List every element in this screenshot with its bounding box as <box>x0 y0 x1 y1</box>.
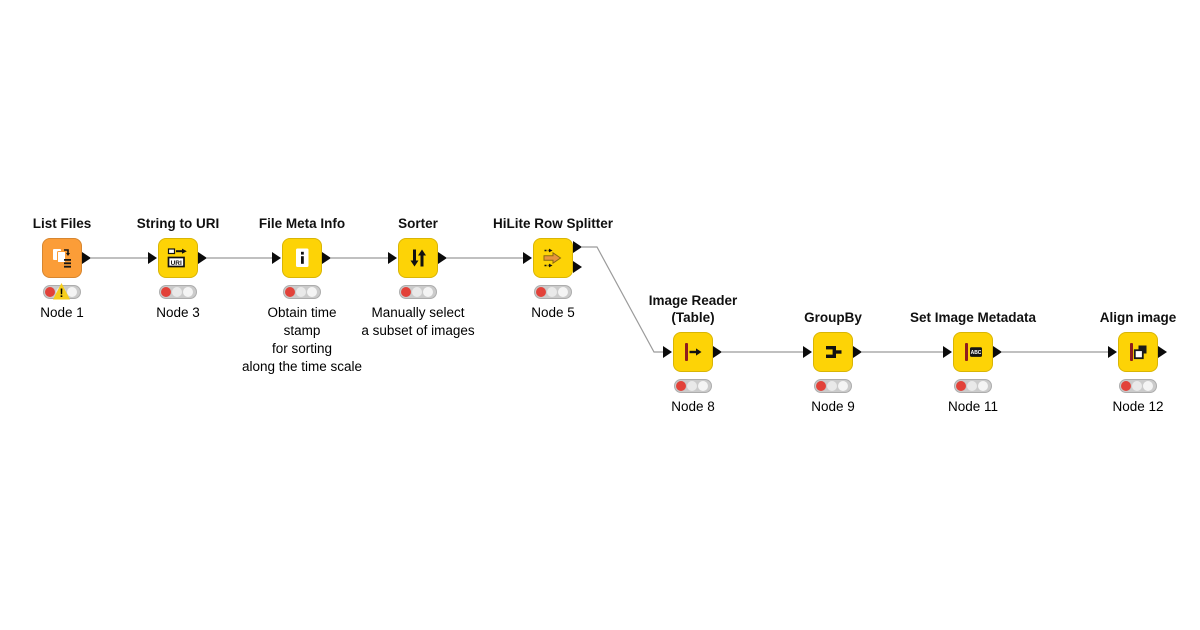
output-port[interactable] <box>713 346 722 358</box>
status-red <box>45 287 55 297</box>
input-port[interactable] <box>943 346 952 358</box>
status-green <box>698 381 708 391</box>
output-port-bottom[interactable] <box>573 261 582 273</box>
status-yellow <box>296 287 306 297</box>
status-red <box>285 287 295 297</box>
output-port[interactable] <box>198 252 207 264</box>
traffic-light <box>954 379 992 393</box>
status-red <box>401 287 411 297</box>
file-meta-info-icon <box>296 248 309 267</box>
svg-text:!: ! <box>60 286 64 300</box>
node-body[interactable]: ABC <box>943 332 1002 372</box>
input-port[interactable] <box>523 252 532 264</box>
status-green <box>1143 381 1153 391</box>
traffic-light: ! <box>43 283 81 300</box>
node-annotation: Manually select a subset of images <box>361 305 475 338</box>
status-red <box>1121 381 1131 391</box>
node-body[interactable] <box>1108 332 1167 372</box>
node-body[interactable] <box>388 238 447 278</box>
status-red <box>816 381 826 391</box>
traffic-light <box>674 379 712 393</box>
status-yellow <box>172 287 182 297</box>
status-yellow <box>687 381 697 391</box>
input-port[interactable] <box>1108 346 1117 358</box>
output-port[interactable] <box>82 252 91 264</box>
node-caption: Node 5 <box>531 305 575 320</box>
warning-icon: ! <box>53 283 70 300</box>
node-body[interactable] <box>663 332 722 372</box>
node-title: List Files <box>32 216 92 231</box>
svg-text:URI: URI <box>171 260 182 267</box>
node-caption: Node 3 <box>156 305 200 320</box>
node-caption: Node 9 <box>811 399 855 414</box>
node-title: GroupBy <box>804 310 862 325</box>
output-port-top[interactable] <box>573 241 582 253</box>
node-body[interactable]: URI <box>148 238 207 278</box>
node-body[interactable] <box>803 332 862 372</box>
hilite-row-splitter-icon <box>543 248 562 268</box>
traffic-light <box>399 285 437 299</box>
status-yellow <box>827 381 837 391</box>
input-port[interactable] <box>148 252 157 264</box>
status-green <box>67 287 77 297</box>
output-port[interactable] <box>322 252 331 264</box>
input-port[interactable] <box>272 252 281 264</box>
node-body[interactable] <box>523 238 582 278</box>
node-title: Align image <box>1099 310 1177 325</box>
status-green <box>307 287 317 297</box>
input-port[interactable] <box>388 252 397 264</box>
image-reader-icon <box>685 343 702 361</box>
node-body[interactable] <box>42 238 91 278</box>
status-green <box>558 287 568 297</box>
status-yellow <box>412 287 422 297</box>
status-green <box>978 381 988 391</box>
svg-text:ABC: ABC <box>971 350 982 356</box>
node-body[interactable] <box>272 238 331 278</box>
status-red <box>676 381 686 391</box>
traffic-light <box>814 379 852 393</box>
status-red <box>161 287 171 297</box>
status-yellow <box>547 287 557 297</box>
node-title: Image Reader (Table) <box>648 293 738 325</box>
set-image-metadata-icon: ABC <box>965 343 982 361</box>
status-yellow <box>967 381 977 391</box>
node-title: File Meta Info <box>258 216 346 231</box>
input-port[interactable] <box>663 346 672 358</box>
node-annotation: Obtain time stamp for sorting along the … <box>241 305 363 374</box>
status-red <box>956 381 966 391</box>
node-title: HiLite Row Splitter <box>492 216 613 231</box>
output-port[interactable] <box>1158 346 1167 358</box>
node-title: Sorter <box>398 216 438 231</box>
node-caption: Node 11 <box>947 399 999 414</box>
input-port[interactable] <box>803 346 812 358</box>
output-port[interactable] <box>853 346 862 358</box>
status-yellow <box>1132 381 1142 391</box>
groupby-icon <box>826 346 842 358</box>
traffic-light <box>1119 379 1157 393</box>
node-title: Set Image Metadata <box>909 310 1037 325</box>
status-green <box>838 381 848 391</box>
list-files-icon <box>53 249 71 268</box>
align-image-icon <box>1130 343 1147 361</box>
node-caption: Node 1 <box>40 305 84 320</box>
output-port[interactable] <box>438 252 447 264</box>
string-to-uri-icon: URI <box>167 248 187 268</box>
connection-line[interactable] <box>582 246 663 353</box>
sorter-icon <box>410 249 426 267</box>
output-port[interactable] <box>993 346 1002 358</box>
status-green <box>183 287 193 297</box>
node-caption: Node 12 <box>1112 399 1164 414</box>
status-red <box>536 287 546 297</box>
traffic-light <box>283 285 321 299</box>
node-title: String to URI <box>136 216 220 231</box>
traffic-light <box>534 285 572 299</box>
status-green <box>423 287 433 297</box>
node-caption: Node 8 <box>671 399 715 414</box>
traffic-light <box>159 285 197 299</box>
